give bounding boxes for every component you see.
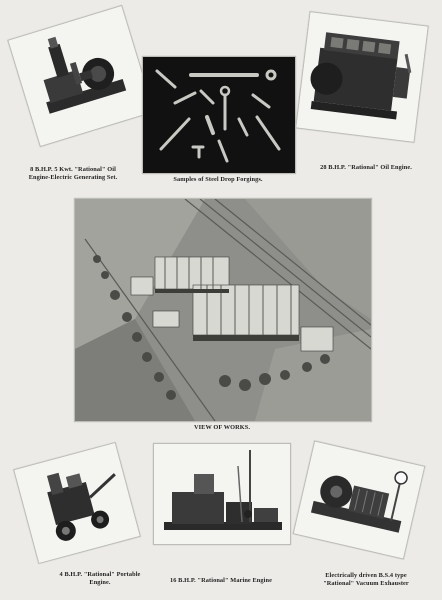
- portable-engine-photo: [13, 441, 141, 565]
- vacuum-exhauster-photo: [292, 440, 426, 560]
- marine-engine-caption: 16 B.H.P. "Rational" Marine Engine: [153, 577, 289, 585]
- generating-set-caption-line-2: Engine-Electric Generating Set.: [28, 174, 118, 181]
- works-caption: VIEW OF WORKS.: [74, 424, 370, 432]
- oil-engine-photo: [295, 11, 429, 143]
- forgings-caption-line-1: Samples of Steel Drop Forgings.: [173, 176, 263, 183]
- portable-engine-caption-line-2: Engine.: [89, 579, 111, 586]
- vacuum-exhauster-caption-line-2: "Rational" Vacuum Exhauster: [323, 580, 409, 587]
- generating-set-caption-line-1: 8 B.H.P. 5 Kwt. "Rational" Oil: [30, 166, 116, 173]
- oil-engine-caption: 28 B.H.P. "Rational" Oil Engine.: [300, 164, 432, 172]
- forgings-photo: [142, 56, 296, 174]
- vacuum-exhauster-caption-line-1: Electrically driven B.S.4 type: [325, 572, 407, 579]
- works-caption-line-1: VIEW OF WORKS.: [193, 424, 251, 431]
- generating-set-photo: [7, 4, 155, 148]
- forgings-caption: Samples of Steel Drop Forgings.: [142, 176, 294, 184]
- marine-engine-caption-line-1: 16 B.H.P. "Rational" Marine Engine: [170, 577, 272, 584]
- generating-set-caption: 8 B.H.P. 5 Kwt. "Rational" Oil Engine-El…: [6, 166, 140, 182]
- works-aerial-photo: [74, 198, 372, 422]
- portable-engine-caption: 4 B.H.P. "Rational" Portable Engine.: [44, 571, 156, 587]
- portable-engine-caption-line-1: 4 B.H.P. "Rational" Portable: [59, 571, 141, 578]
- oil-engine-caption-line-1: 28 B.H.P. "Rational" Oil Engine.: [320, 164, 412, 171]
- vacuum-exhauster-caption: Electrically driven B.S.4 type "Rational…: [296, 572, 436, 588]
- marine-engine-photo: [153, 443, 291, 545]
